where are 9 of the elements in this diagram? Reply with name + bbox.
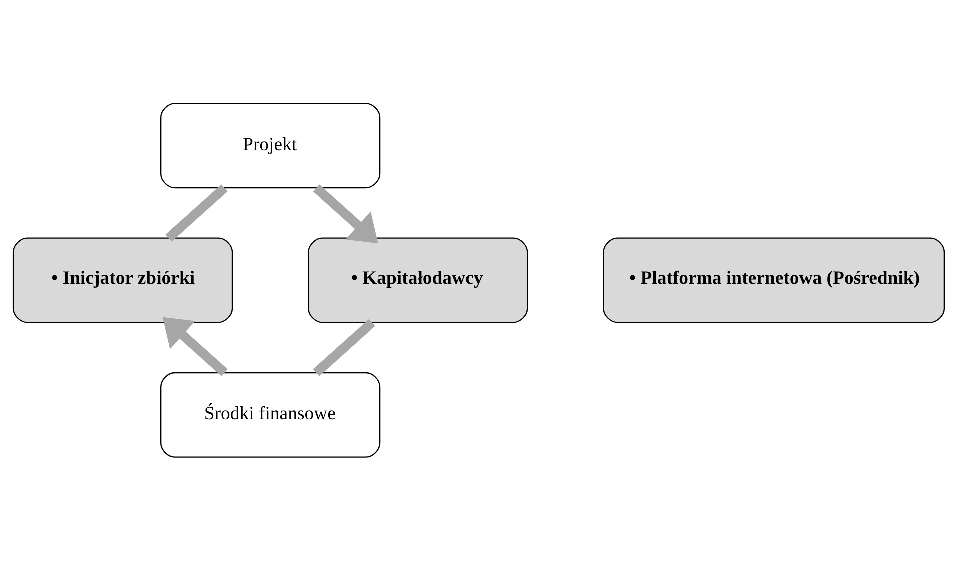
connector: [313, 319, 376, 376]
node-box: • Inicjator zbiórki: [12, 238, 234, 324]
arrow: [162, 317, 228, 376]
node-box: Środki finansowe: [160, 372, 381, 458]
connector: [166, 184, 228, 242]
node-box: Projekt: [160, 103, 381, 189]
node-box: • Platforma internetowa (Pośrednik): [603, 238, 946, 324]
arrow: [313, 184, 378, 244]
node-box: • Kapitałodawcy: [308, 238, 528, 324]
